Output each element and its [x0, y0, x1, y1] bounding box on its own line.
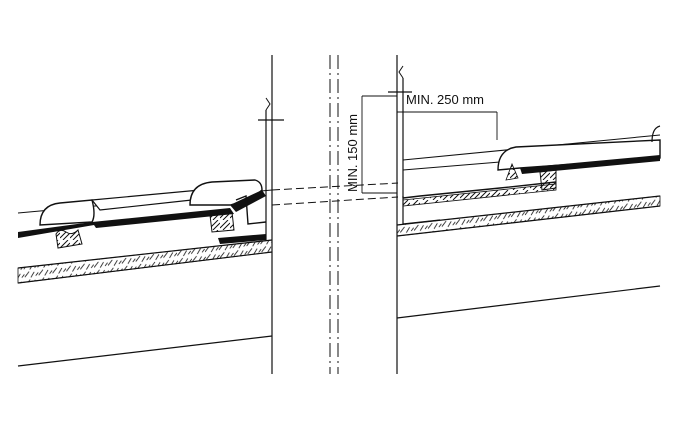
chimney-break-lines — [271, 55, 399, 374]
roof-tile-lower-left — [18, 199, 100, 249]
roof-tile-right — [497, 125, 661, 181]
roof-tile-upper-left — [189, 179, 266, 212]
left-roof-section — [17, 179, 273, 367]
dimension-min-horizontal: MIN. 250 mm — [397, 92, 498, 140]
left-chimney-wall — [258, 55, 284, 374]
dimension-min-vertical: MIN. 150 mm — [345, 95, 397, 194]
label-min-250: MIN. 250 mm — [406, 92, 484, 107]
right-roof-section — [396, 125, 661, 319]
right-chimney-wall — [388, 55, 412, 374]
label-min-150: MIN. 150 mm — [345, 114, 360, 192]
